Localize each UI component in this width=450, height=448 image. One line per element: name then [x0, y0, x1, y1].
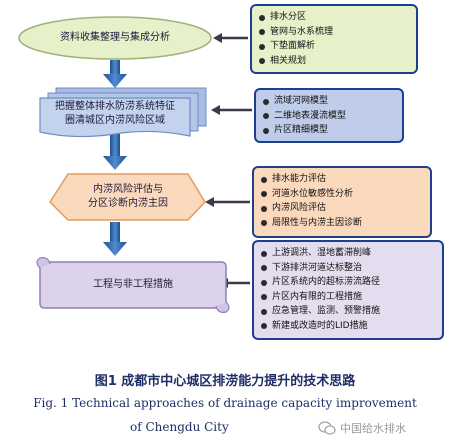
side-arrow-3	[205, 197, 250, 207]
side-item: 应急管理、监测、预警措施	[260, 304, 436, 319]
side-item: 片区内有限的工程措施	[260, 290, 436, 305]
side-box-measures: 上游调洪、湿地蓄滞削峰 下游排洪河道达标整治 片区系统内的超标涝流路径 片区内有…	[252, 240, 444, 340]
side-box-assessment: 排水能力评估 河道水位敏感性分析 内涝风险评估 局限性与内涝主因诊断	[252, 166, 432, 238]
down-arrow-3	[103, 222, 127, 256]
stage-2-label: 把握整体排水防涝系统特征 圈清城区内涝风险区域	[40, 100, 190, 128]
side-item: 排水分区	[258, 10, 410, 25]
side-item: 排水能力评估	[260, 172, 424, 187]
stage-2-label-line-1: 把握整体排水防涝系统特征	[55, 101, 175, 112]
side-box-models: 流域河网模型 二维地表漫流模型 片区精细模型	[254, 88, 404, 143]
stage-3-label-line-1: 内涝风险评估与	[93, 184, 163, 195]
side-item: 管网与水系梳理	[258, 25, 410, 40]
side-item: 新建或改造时的LID措施	[260, 319, 436, 334]
stage-4-shape	[36, 257, 230, 313]
side-item: 内涝风险评估	[260, 201, 424, 216]
watermark: 中国给水排水	[318, 418, 448, 438]
side-item: 片区精细模型	[262, 123, 396, 138]
figure-caption-en-line-2: of Chengdu City	[130, 420, 229, 434]
figure-caption-cn: 图1 成都市中心城区排涝能力提升的技术思路	[94, 374, 356, 389]
stage-2-shape	[39, 87, 207, 138]
wechat-icon	[318, 421, 336, 435]
side-item: 二维地表漫流模型	[262, 109, 396, 124]
stage-3-shape	[49, 173, 206, 221]
side-item: 相关规划	[258, 54, 410, 69]
side-item: 局限性与内涝主因诊断	[260, 216, 424, 231]
side-item: 上游调洪、湿地蓄滞削峰	[260, 246, 436, 261]
side-item: 河道水位敏感性分析	[260, 187, 424, 202]
side-box-data-collection: 排水分区 管网与水系梳理 下垫面解析 相关规划	[250, 4, 418, 74]
side-item: 下游排洪河道达标整治	[260, 261, 436, 276]
stage-3-label: 内涝风险评估与 分区诊断内涝主因	[56, 183, 200, 211]
figure-caption-en-line-1: Fig. 1 Technical approaches of drainage …	[33, 396, 417, 410]
watermark-text: 中国给水排水	[340, 422, 406, 435]
down-arrow-1	[103, 60, 127, 88]
stage-3-label-line-2: 分区诊断内涝主因	[88, 198, 168, 209]
stage-4-label: 工程与非工程措施	[93, 279, 173, 290]
stage-2-label-line-2: 圈清城区内涝风险区域	[65, 115, 165, 126]
stage-1-shape	[18, 16, 212, 60]
side-arrow-1	[213, 33, 248, 43]
side-item: 片区系统内的超标涝流路径	[260, 275, 436, 290]
side-arrow-2	[211, 105, 252, 115]
down-arrow-2	[103, 134, 127, 170]
stage-1-label: 资料收集整理与集成分析	[60, 32, 170, 43]
side-item: 流域河网模型	[262, 94, 396, 109]
side-item: 下垫面解析	[258, 39, 410, 54]
